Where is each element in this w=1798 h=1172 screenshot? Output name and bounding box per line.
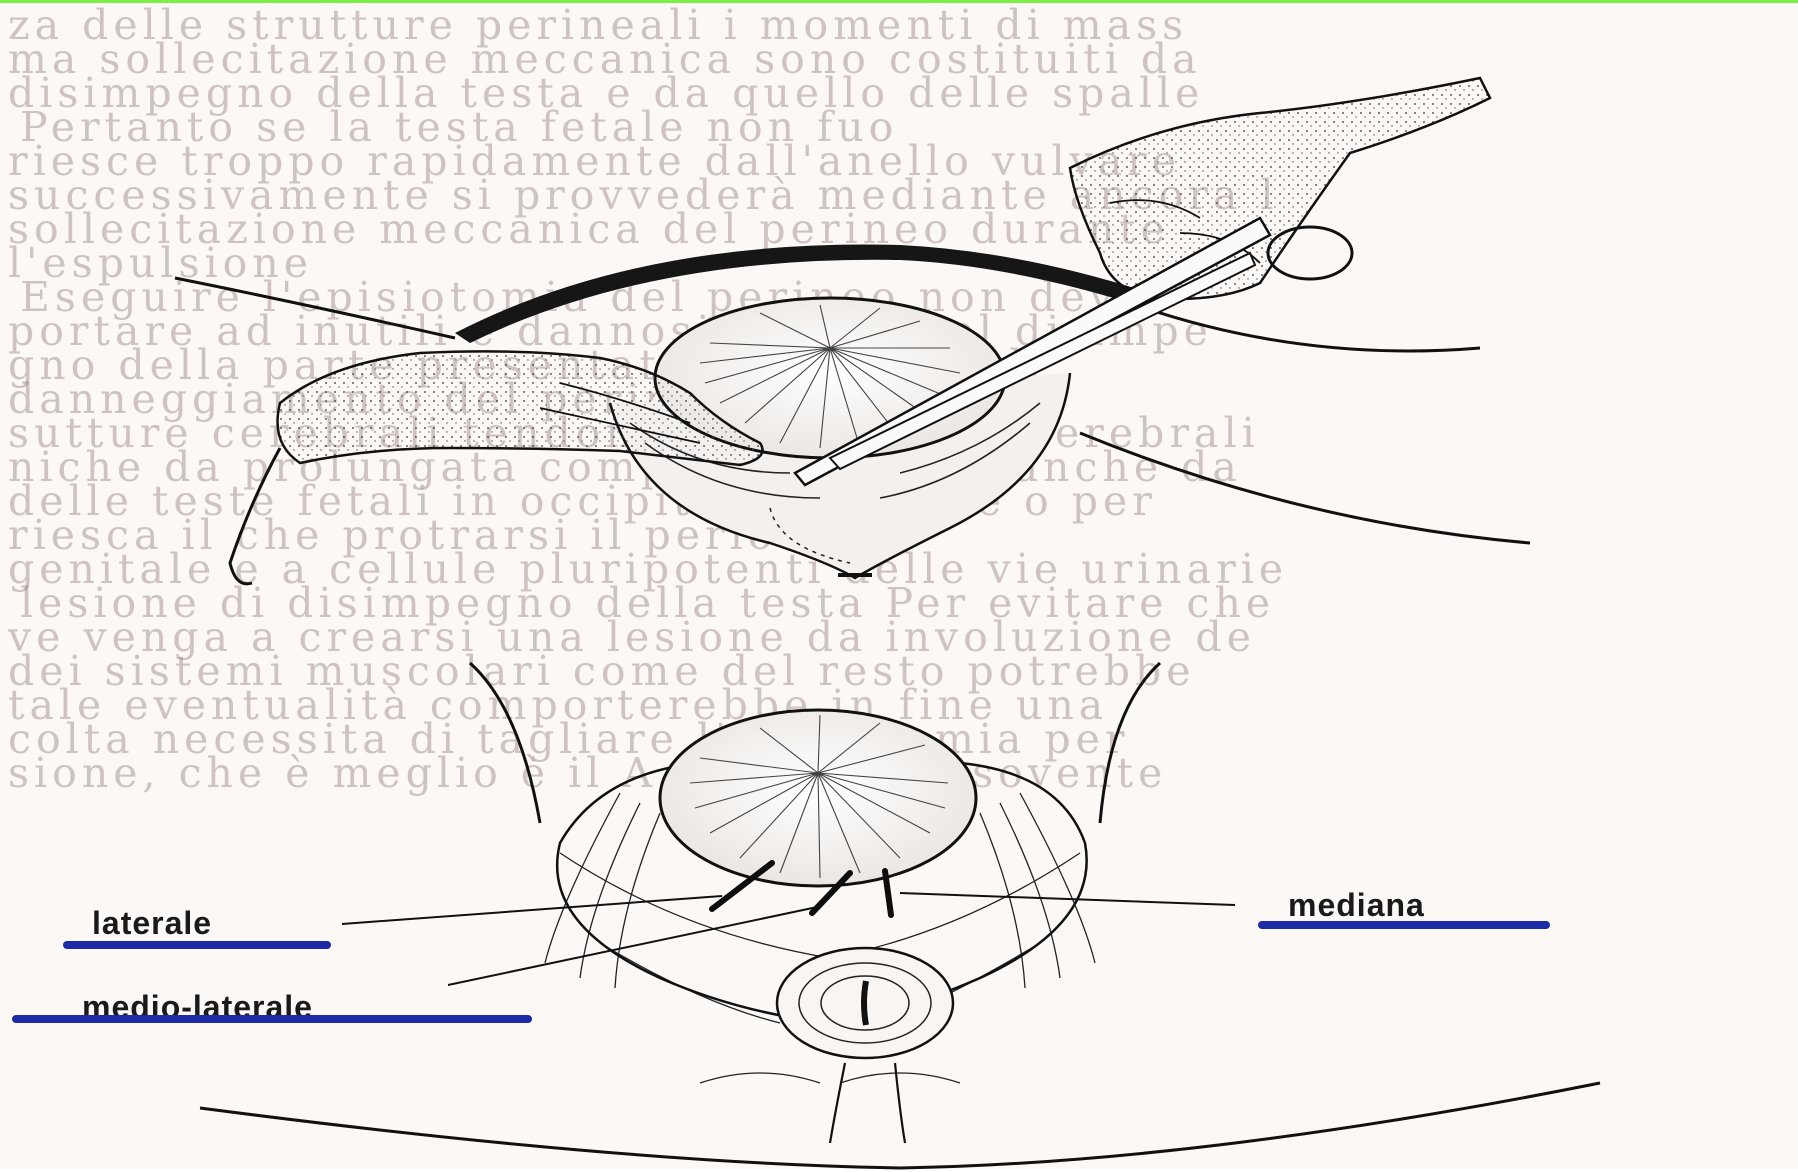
anal-opening — [864, 981, 866, 1025]
label-laterale: laterale — [92, 905, 212, 942]
right-outer-contour — [1100, 663, 1160, 823]
leader-mediana — [900, 893, 1235, 905]
left-outer-contour — [470, 663, 540, 823]
left-thigh-contour — [175, 278, 455, 338]
left-buttock-contour — [230, 448, 280, 584]
bottom-buttock-curve — [200, 1083, 1600, 1168]
label-leader-lines — [342, 893, 1235, 985]
label-mediana: mediana — [1288, 887, 1425, 924]
underline-mediana — [1258, 921, 1550, 929]
underline-laterale — [63, 941, 331, 949]
leader-medio-laterale — [448, 906, 822, 985]
coccyx-groove — [830, 1063, 905, 1143]
right-thigh-contour — [1130, 303, 1480, 351]
right-gloved-hand — [1070, 78, 1490, 299]
right-buttock-contour — [1080, 433, 1530, 543]
underline-medio-laterale — [12, 1015, 532, 1023]
top-illustration-scissors-cut — [175, 78, 1530, 584]
